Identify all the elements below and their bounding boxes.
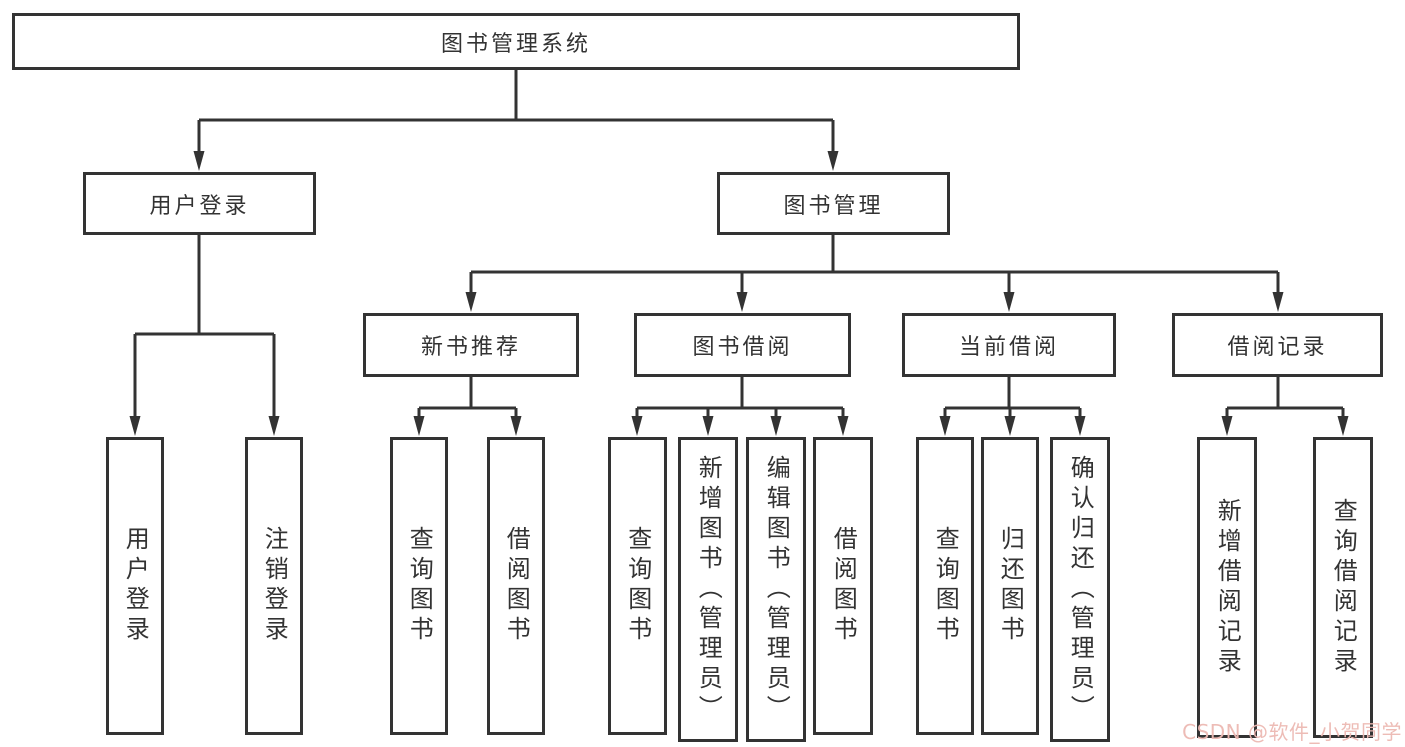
leaf-newbook-borrow-book-label: 借阅图书 [502, 526, 531, 646]
leaf-newbook-borrow-book: 借阅图书 [487, 437, 545, 735]
leaf-confirm-return-admin: 确认归还（管理员） [1050, 437, 1110, 742]
csdn-watermark: CSDN @软件_小贺同学 [1182, 720, 1402, 744]
node-book-management: 图书管理 [717, 172, 950, 235]
leaf-logout-login: 注销登录 [245, 437, 303, 735]
leaf-add-borrow-record-label: 新增借阅记录 [1213, 497, 1242, 678]
leaf-query-borrow-record: 查询借阅记录 [1313, 437, 1373, 738]
leaf-newbook-query-book-label: 查询图书 [405, 526, 434, 646]
leaf-add-book-admin-label: 新增图书（管理员） [694, 454, 723, 725]
leaf-return-book: 归还图书 [981, 437, 1039, 735]
connector-book-borrow-children [631, 377, 849, 436]
leaf-user-login-label: 用户登录 [121, 526, 150, 646]
connector-borrow-record-children [1221, 377, 1349, 436]
leaf-query-borrow-record-label: 查询借阅记录 [1329, 497, 1358, 678]
connector-root-to-level2 [193, 70, 839, 171]
leaf-current-query-book: 查询图书 [916, 437, 974, 735]
node-borrow-record: 借阅记录 [1172, 313, 1383, 377]
leaf-edit-book-admin: 编辑图书（管理员） [746, 437, 806, 742]
leaf-return-book-label: 归还图书 [996, 526, 1025, 646]
leaf-borrow-borrow-book: 借阅图书 [813, 437, 873, 735]
leaf-logout-login-label: 注销登录 [260, 526, 289, 646]
leaf-add-borrow-record: 新增借阅记录 [1197, 437, 1257, 738]
node-book-borrow: 图书借阅 [634, 313, 851, 377]
node-library-system: 图书管理系统 [12, 13, 1020, 70]
connector-user-login-children [129, 235, 280, 436]
connector-book-mgmt-children [465, 235, 1284, 312]
leaf-current-query-book-label: 查询图书 [931, 526, 960, 646]
node-user-login: 用户登录 [83, 172, 316, 235]
connector-current-borrow-children [939, 377, 1086, 436]
node-current-borrow: 当前借阅 [902, 313, 1116, 377]
connector-new-book-children [413, 377, 522, 436]
leaf-user-login: 用户登录 [106, 437, 164, 735]
leaf-edit-book-admin-label: 编辑图书（管理员） [762, 454, 791, 725]
leaf-add-book-admin: 新增图书（管理员） [678, 437, 738, 742]
node-new-book-recommend: 新书推荐 [363, 313, 579, 377]
leaf-newbook-query-book: 查询图书 [390, 437, 448, 735]
leaf-borrow-borrow-book-label: 借阅图书 [829, 526, 858, 646]
leaf-confirm-return-admin-label: 确认归还（管理员） [1066, 454, 1095, 725]
leaf-borrow-query-book: 查询图书 [608, 437, 667, 735]
leaf-borrow-query-book-label: 查询图书 [623, 526, 652, 646]
